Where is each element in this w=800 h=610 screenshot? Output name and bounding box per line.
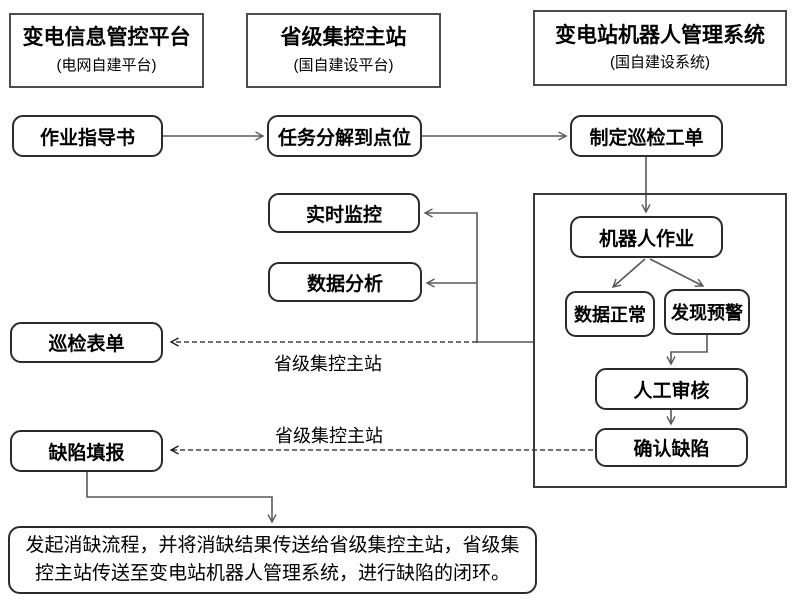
platform-box-province-master: 省级集控主站 (国自建设平台): [246, 13, 441, 88]
node-manual-review: 人工审核: [595, 368, 748, 410]
node-data-analysis: 数据分析: [268, 262, 422, 302]
robot-system-container: [533, 193, 787, 488]
node-work-guide: 作业指导书: [12, 115, 163, 157]
platform-box-robot-system: 变电站机器人管理系统 (国自建设系统): [533, 10, 787, 86]
node-defect-report: 缺陷填报: [10, 430, 163, 472]
platform-title: 变电信息管控平台: [22, 26, 191, 50]
closing-note-line-2: 控主站传送至变电站机器人管理系统，进行缺陷的闭环。: [34, 563, 510, 584]
closing-note: 发起消缺流程，并将消缺结果传送给省级集控主站，省级集 控主站传送至变电站机器人管…: [8, 526, 537, 594]
edge-label-province-master-to-defect-report: 省级集控主站: [275, 426, 383, 446]
platform-box-grid-info: 变电信息管控平台 (电网自建平台): [9, 13, 204, 88]
closing-note-line-1: 发起消缺流程，并将消缺结果传送给省级集控主站，省级集: [25, 534, 520, 556]
platform-subtitle: (国自建设系统): [610, 54, 710, 72]
node-realtime-monitor: 实时监控: [268, 193, 420, 233]
node-data-normal: 数据正常: [565, 291, 655, 337]
arrow-report-to-note: [86, 472, 272, 522]
node-confirm-defect: 确认缺陷: [595, 428, 748, 467]
platform-title: 变电站机器人管理系统: [555, 23, 765, 47]
node-inspection-form: 巡检表单: [10, 322, 163, 363]
node-create-order: 制定巡检工单: [570, 115, 723, 157]
edge-label-province-master-to-inspection-form: 省级集控主站: [274, 354, 382, 374]
node-task-decompose: 任务分解到点位: [267, 115, 422, 157]
arrow-container-to-monitor: [425, 213, 533, 343]
node-robot-work: 机器人作业: [570, 216, 723, 258]
platform-subtitle: (电网自建平台): [56, 56, 157, 74]
node-alert-found: 发现预警: [664, 289, 750, 335]
platform-subtitle: (国自建设平台): [293, 56, 394, 74]
platform-title: 省级集控主站: [280, 26, 407, 50]
